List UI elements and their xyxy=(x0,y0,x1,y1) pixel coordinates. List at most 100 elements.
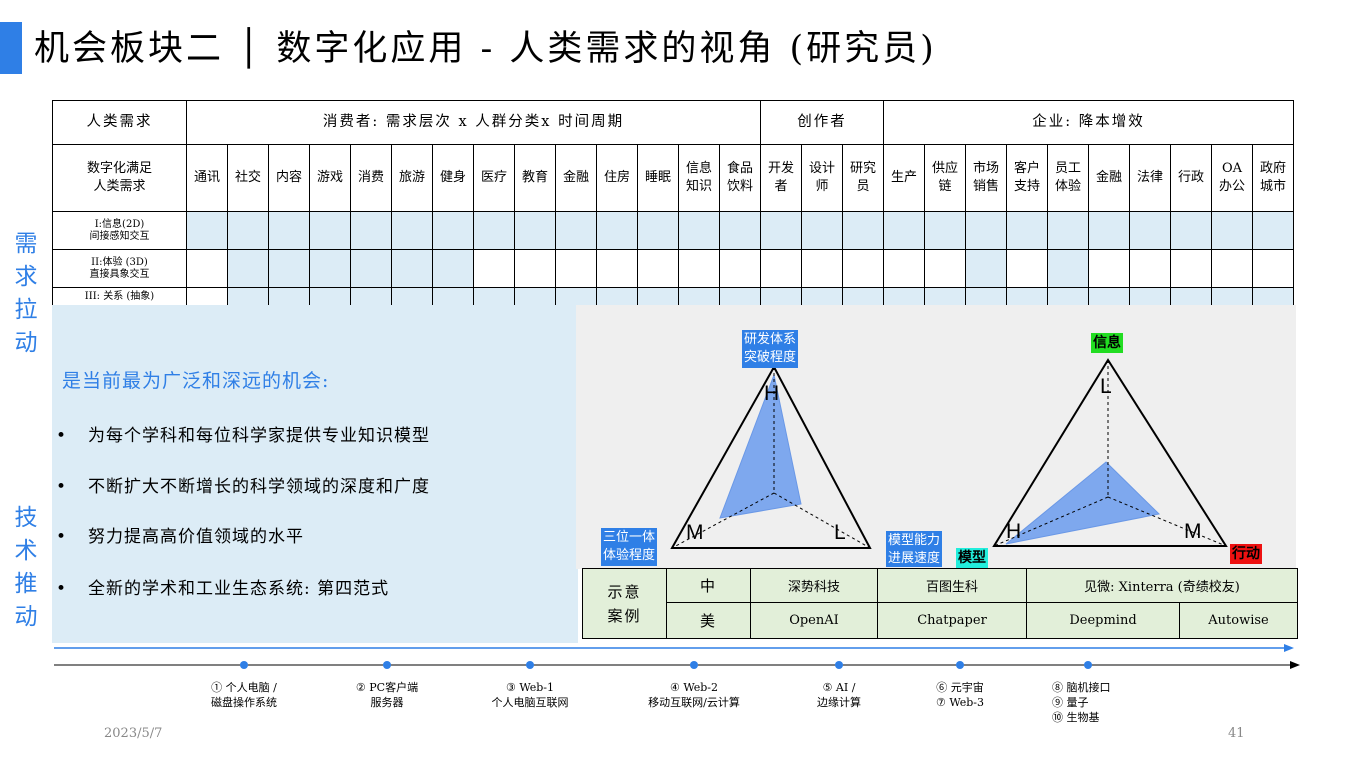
case-cell: Deepmind xyxy=(1026,602,1180,639)
bullet-item: •为每个学科和每位科学家提供专业知识模型 xyxy=(56,426,430,446)
side-label-char: 求 xyxy=(14,264,38,290)
matrix-cell xyxy=(1047,211,1089,250)
matrix-cell xyxy=(1252,249,1294,288)
matrix-cell xyxy=(473,249,515,288)
left-vertex-top: H xyxy=(764,382,779,405)
matrix-cell xyxy=(1129,287,1171,306)
case-cell: 百图生科 xyxy=(877,568,1027,603)
matrix-cell xyxy=(596,287,638,306)
page-number: 41 xyxy=(1228,726,1245,741)
matrix-cell xyxy=(1211,287,1253,306)
timeline-blue-arrowhead xyxy=(1284,644,1294,652)
matrix-cell xyxy=(432,287,474,306)
label-trinity-experience: 三位一体 体验程度 xyxy=(601,528,658,566)
column-header: 员工体验 xyxy=(1047,144,1089,212)
case-cell: Autowise xyxy=(1179,602,1298,639)
bullet-dot: • xyxy=(56,477,68,497)
column-header: 设计师 xyxy=(801,144,843,212)
left-axis-lower-left xyxy=(671,492,775,549)
matrix-cell xyxy=(391,211,433,250)
matrix-cell xyxy=(965,287,1007,306)
matrix-cell xyxy=(1088,211,1130,250)
matrix-cell xyxy=(432,249,474,288)
matrix-cell xyxy=(473,287,515,306)
matrix-cell xyxy=(1170,287,1212,306)
timeline-dot xyxy=(1084,661,1092,669)
column-header: 医疗 xyxy=(473,144,515,212)
left-triangle: H M L xyxy=(670,364,872,549)
case-cell: 深势科技 xyxy=(750,568,878,603)
left-triangle-fill xyxy=(719,373,802,519)
timeline-dot xyxy=(240,661,248,669)
matrix-cell xyxy=(1252,211,1294,250)
matrix-cell xyxy=(760,249,802,288)
bullet-dot: • xyxy=(56,579,68,599)
matrix-cell xyxy=(637,249,679,288)
case-cell: 见微: Xinterra (奇绩校友) xyxy=(1026,568,1298,603)
matrix-cell xyxy=(350,249,392,288)
matrix-cell xyxy=(555,287,597,306)
bullet-item: •努力提高高价值领域的水平 xyxy=(56,527,304,547)
timeline-label: ⑤ AI /边缘计算 xyxy=(817,681,861,709)
timeline-black-arrowhead xyxy=(1290,661,1300,669)
needs-matrix-table: 人类需求消费者: 需求层次 x 人群分类x 时间周期创作者企业: 降本增效数字化… xyxy=(52,100,1294,306)
side-label-char: 动 xyxy=(14,330,38,356)
matrix-cell xyxy=(842,287,884,306)
left-vertex-left: M xyxy=(686,521,704,544)
side-label-char: 推 xyxy=(14,571,38,597)
matrix-cell xyxy=(924,287,966,306)
bullet-item: •全新的学术和工业生态系统: 第四范式 xyxy=(56,579,390,599)
matrix-cell xyxy=(350,287,392,306)
column-header: 消费 xyxy=(350,144,392,212)
column-header: 健身 xyxy=(432,144,474,212)
matrix-cell xyxy=(719,249,761,288)
matrix-cell xyxy=(1006,249,1048,288)
timeline-dot xyxy=(526,661,534,669)
bullet-item: •不断扩大不断增长的科学领域的深度和广度 xyxy=(56,477,430,497)
matrix-cell xyxy=(719,211,761,250)
level-label: II:体验 (3D)直接具象交互 xyxy=(52,249,187,288)
timeline-dot xyxy=(690,661,698,669)
matrix-cell xyxy=(186,287,228,306)
column-header: 开发者 xyxy=(760,144,802,212)
matrix-cell xyxy=(1088,249,1130,288)
side-label-tech-push: 技术推动 xyxy=(12,502,40,634)
matrix-cell xyxy=(309,287,351,306)
column-header: 市场销售 xyxy=(965,144,1007,212)
matrix-cell xyxy=(391,287,433,306)
column-header: 行政 xyxy=(1170,144,1212,212)
matrix-cell xyxy=(1047,249,1089,288)
column-header: 信息知识 xyxy=(678,144,720,212)
matrix-cell xyxy=(719,287,761,306)
matrix-cell xyxy=(186,211,228,250)
label-rd-breakthrough: 研发体系 突破程度 xyxy=(742,330,799,368)
matrix-cell xyxy=(842,211,884,250)
matrix-cell xyxy=(514,249,556,288)
side-label-char: 技 xyxy=(14,505,38,531)
side-label-char: 动 xyxy=(14,604,38,630)
matrix-cell xyxy=(801,287,843,306)
tag-information: 信息 xyxy=(1091,333,1123,353)
column-header: 旅游 xyxy=(391,144,433,212)
column-header: 供应链 xyxy=(924,144,966,212)
matrix-cell xyxy=(432,211,474,250)
matrix-cell xyxy=(1170,249,1212,288)
right-vertex-left: H xyxy=(1006,520,1021,543)
column-header: 食品饮料 xyxy=(719,144,761,212)
column-header: 政府城市 xyxy=(1252,144,1294,212)
bullet-dot: • xyxy=(56,426,68,446)
matrix-cell xyxy=(268,249,310,288)
column-header: 内容 xyxy=(268,144,310,212)
matrix-cell xyxy=(924,249,966,288)
right-axis-lower-right xyxy=(1107,496,1227,547)
matrix-cell xyxy=(883,287,925,306)
matrix-cell xyxy=(555,211,597,250)
level-label: III: 关系 (抽象) xyxy=(52,287,187,306)
column-header: 通讯 xyxy=(186,144,228,212)
column-header: 法律 xyxy=(1129,144,1171,212)
matrix-cell xyxy=(1047,287,1089,306)
matrix-cell xyxy=(965,211,1007,250)
